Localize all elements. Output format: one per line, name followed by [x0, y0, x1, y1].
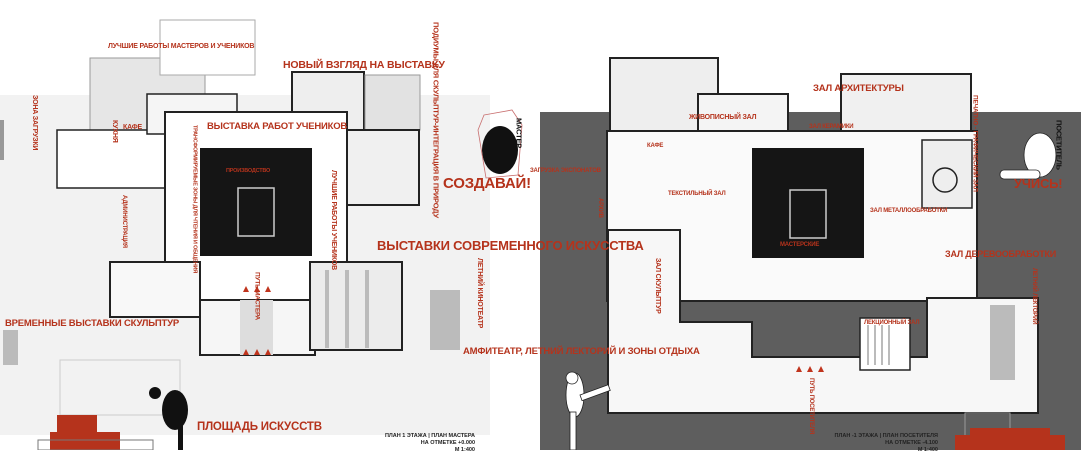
- caption-scale: М 1:400: [454, 446, 475, 453]
- caption-title: ПЛАН 1 ЭТАЖА | ПЛАН МАСТЕРА: [384, 433, 475, 439]
- master-figure-icon: [149, 109, 523, 450]
- label-amphitheatre: АМФИТЕАТР, ЛЕТНИЙ ЛЕКТОРИЙ И ЗОНЫ ОТДЫХА: [463, 346, 700, 357]
- stair-block-red: [37, 415, 154, 450]
- label-archive: АРХИВ: [597, 198, 603, 218]
- caption-title: ПЛАН -1 ЭТАЖА | ПЛАН ПОСЕТИТЕЛЯ: [834, 433, 938, 439]
- label-visitor-path: ПУТЬ ПОСЕТИТЕЛЯ: [808, 378, 814, 435]
- label-production: ПРОИЗВОДСТВО: [226, 168, 271, 174]
- label-painting-hall: ЖИВОПИСНЫЙ ЗАЛ: [689, 114, 757, 121]
- master-plan: [0, 19, 523, 450]
- caption-level: НА ОТМЕТКЕ +0.000: [420, 439, 475, 446]
- master-plan-caption: ПЛАН 1 ЭТАЖА | ПЛАН МАСТЕРА НА ОТМЕТКЕ +…: [370, 433, 475, 454]
- caption-level: НА ОТМЕТКЕ -4.100: [885, 439, 938, 446]
- label-kitchen: КУХНЯ: [111, 120, 118, 143]
- label-contemporary-art: ВЫСТАВКИ СОВРЕМЕННОГО ИСКУССТВА: [377, 238, 644, 253]
- visitor-plan-caption: ПЛАН -1 ЭТАЖА | ПЛАН ПОСЕТИТЕЛЯ НА ОТМЕТ…: [820, 433, 938, 454]
- label-administration: АДМИНИСТРАЦИЯ: [121, 195, 127, 248]
- label-visitor: ПОСЕТИТЕЛЬ: [1054, 120, 1064, 170]
- entrance-arrows: [243, 286, 271, 355]
- workshops-core: [752, 148, 864, 258]
- label-sculpture-hall: ЗАЛ СКУЛЬПТУР: [654, 258, 661, 314]
- label-arts-square: ПЛОЩАДЬ ИСКУССТВ: [197, 421, 322, 433]
- label-podiums: ПОДИУМЫ ДЛЯ СКУЛЬПТУР-ИНТЕГРАЦИЯ В ПРИРО…: [431, 22, 441, 218]
- label-new-view: НОВЫЙ ВЗГЛЯД НА ВЫСТАВКУ: [283, 59, 445, 71]
- slogan-create: СОЗДАВАЙ!: [443, 175, 531, 192]
- label-architecture-hall: ЗАЛ АРХИТЕКТУРЫ: [813, 83, 904, 94]
- label-cafe: КАФЕ: [123, 124, 142, 131]
- label-ceramics-hall: ЗАЛ КЕРАМИКИ: [809, 124, 854, 130]
- label-master: МАСТЕР: [514, 118, 524, 149]
- label-temp-sculpture: ВРЕМЕННЫЕ ВЫСТАВКИ СКУЛЬПТУР: [5, 318, 179, 329]
- label-master-path: ПУТЬ МАСТЕРА: [253, 272, 261, 321]
- visitor-plan: [565, 57, 1065, 450]
- label-workshops: МАСТЕРСКИЕ: [780, 242, 820, 248]
- label-student-exhibition: ВЫСТАВКА РАБОТ УЧЕНИКОВ: [207, 121, 348, 132]
- label-textile-hall: ТЕКСТИЛЬНЫЙ ЗАЛ: [668, 191, 726, 197]
- visitor-figure-icon: [565, 132, 1057, 450]
- label-transform-zones: ТРАНСФОРМИРУЕМЫЕ ЗОНЫ ДЛЯ ЧТЕНИЯ И ОБЩЕН…: [191, 125, 198, 273]
- label-loading-zone: ЗОНА ЗАГРУЗКИ: [31, 95, 38, 151]
- production-core: [200, 148, 312, 256]
- label-print-hall: ПЕЧАТНО - ГРАФИЧЕСКИЙ ЗАЛ: [971, 95, 979, 192]
- label-cafe-lower: КАФЕ: [647, 143, 664, 149]
- label-summer-lecture: ЛЕТНИЙ ЛЕКТОРИЙ: [1031, 268, 1037, 325]
- caption-scale: М 1:400: [917, 446, 938, 453]
- label-metal-hall: ЗАЛ МЕТАЛЛООБРАБОТКИ: [870, 208, 948, 214]
- label-best-student-works: ЛУЧШИЕ РАБОТЫ УЧЕНИКОВ: [330, 170, 337, 270]
- label-best-works-all: ЛУЧШИЕ РАБОТЫ МАСТЕРОВ И УЧЕНИКОВ: [108, 43, 255, 50]
- label-exhibit-loading: ЗАГРУЗКА ЭКСПОНАТОВ: [530, 168, 601, 174]
- label-wood-hall: ЗАЛ ДЕРЕВООБРАБОТКИ: [945, 249, 1057, 259]
- label-lecture-hall: ЛЕКЦИОННЫЙ ЗАЛ: [864, 320, 920, 326]
- label-summer-cinema: ЛЕТНИЙ КИНОТЕАТР: [476, 258, 483, 329]
- slogan-learn: УЧИСЬ!: [1014, 176, 1063, 191]
